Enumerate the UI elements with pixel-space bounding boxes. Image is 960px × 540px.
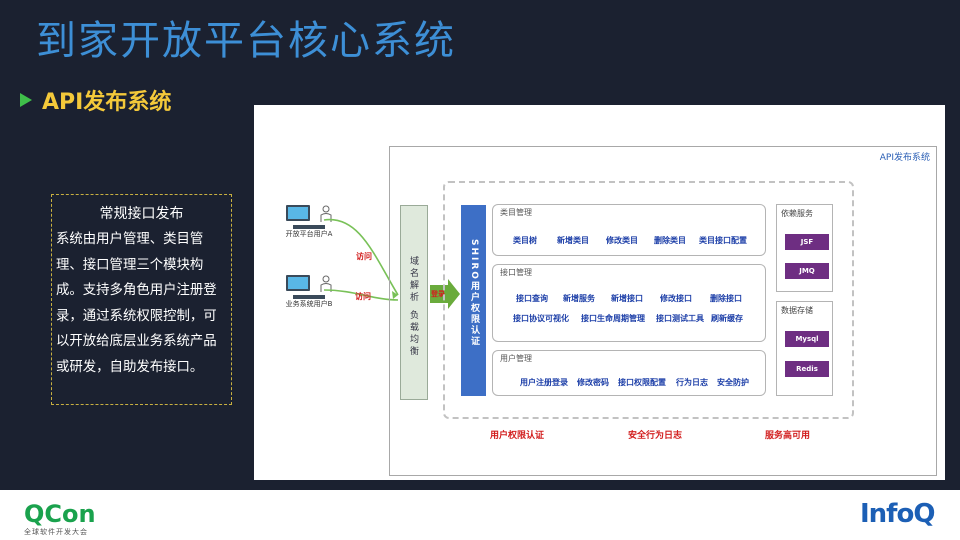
note-box: 常规接口发布 系统由用户管理、类目管 理、接口管理三个模块构 成。支持多角色用户… (51, 194, 232, 405)
module-item[interactable]: 接口权限配置 (618, 378, 666, 387)
visit-arrows (323, 218, 399, 301)
redis-store[interactable]: Redis (785, 361, 829, 377)
login-label: 登录 (431, 290, 445, 298)
module-item[interactable]: 行为日志 (676, 378, 708, 387)
core-dashed-box (443, 181, 854, 419)
dependency-title: 依赖服务 (781, 209, 813, 218)
note-line-3: 成。支持多角色用户注册登 (56, 283, 217, 299)
jmq-service[interactable]: JMQ (785, 263, 829, 279)
jsf-service[interactable]: JSF (785, 234, 829, 250)
person-icon (320, 205, 332, 222)
module-user: 用户管理 用户注册登录 修改密码 接口权限配置 行为日志 安全防护 (492, 350, 766, 396)
module-title: 接口管理 (500, 268, 532, 277)
login-arrow-icon (430, 279, 460, 309)
note-line-2: 理、接口管理三个模块构 (56, 257, 204, 273)
footer: QCon 全球软件开发大会 InfoQ (0, 490, 960, 540)
bottom-label-ha: 服务高可用 (765, 431, 811, 441)
dns-label: 域名解析 负载均衡 (408, 256, 418, 358)
bottom-label-auth: 用户权限认证 (490, 431, 545, 441)
module-item[interactable]: 新增服务 (563, 294, 595, 303)
note-title: 常规接口发布 (99, 206, 184, 222)
note-line-5: 以开放给底层业务系统产品 (56, 334, 217, 350)
note-line-6: 或研发，自助发布接口。 (56, 359, 204, 375)
person-icon (320, 275, 332, 292)
module-item[interactable]: 修改密码 (577, 378, 609, 387)
module-category: 类目管理 类目树 新增类目 修改类目 删除类目 类目接口配置 (492, 204, 766, 256)
laptop-icon (286, 205, 311, 221)
data-storage: 数据存储 Mysql Redis (776, 301, 833, 396)
dependency-services: 依赖服务 JSF JMQ (776, 204, 833, 292)
subtitle: API发布系统 (20, 84, 171, 116)
note-line-1: 系统由用户管理、类目管 (56, 232, 204, 247)
note-line-4: 录，通过系统权限控制，可 (56, 308, 217, 324)
user-b: 业务系统用户B (264, 275, 354, 309)
module-item[interactable]: 安全防护 (717, 378, 749, 387)
subtitle-text: API发布系统 (42, 90, 172, 115)
module-item[interactable]: 新增接口 (611, 294, 643, 303)
module-item[interactable]: 接口测试工具 (656, 314, 704, 323)
user-a-label: 开放平台用户A (285, 230, 333, 238)
module-item[interactable]: 用户注册登录 (520, 378, 568, 387)
dns-load-balancer: 域名解析 负载均衡 (400, 205, 428, 400)
module-item[interactable]: 修改接口 (660, 294, 692, 303)
module-interface: 接口管理 接口查询 新增服务 新增接口 修改接口 删除接口 接口协议可视化 接口… (492, 264, 766, 342)
module-item[interactable]: 修改类目 (606, 236, 638, 245)
module-item[interactable]: 类目树 (513, 236, 537, 245)
system-label: API发布系统 (879, 153, 930, 163)
module-item[interactable]: 接口查询 (516, 294, 548, 303)
user-b-label: 业务系统用户B (285, 300, 333, 308)
module-item[interactable]: 接口生命周期管理 (581, 314, 645, 323)
module-title: 用户管理 (500, 354, 532, 363)
infoq-logo: InfoQ (860, 499, 935, 529)
slide-title: 到家开放平台核心系统 (36, 18, 456, 64)
user-a: 开放平台用户A (264, 205, 354, 239)
module-item[interactable]: 新增类目 (557, 236, 589, 245)
visit-label-a: 访问 (356, 252, 372, 261)
module-item[interactable]: 删除接口 (710, 294, 742, 303)
note-body: 系统由用户管理、类目管 理、接口管理三个模块构 成。支持多角色用户注册登 录，通… (56, 227, 227, 381)
qcon-logo: QCon (24, 500, 96, 528)
shiro-label: SHIRO用户权限认证 (469, 239, 479, 347)
mysql-store[interactable]: Mysql (785, 331, 829, 347)
module-item[interactable]: 接口协议可视化 (513, 314, 569, 323)
module-title: 类目管理 (500, 208, 532, 217)
module-item[interactable]: 类目接口配置 (699, 236, 747, 245)
laptop-icon (286, 275, 311, 291)
bottom-label-log: 安全行为日志 (628, 431, 683, 441)
module-item[interactable]: 删除类目 (654, 236, 686, 245)
visit-label-b: 访问 (355, 292, 371, 301)
api-system-box: API发布系统 用户权限认证 安全行为日志 服务高可用 (389, 146, 937, 476)
diagram-panel: 开放平台用户A 业务系统用户B 访问 访问 域名解析 负载均衡 登录 API发布… (254, 105, 945, 480)
module-item[interactable]: 刷新缓存 (711, 314, 743, 323)
shiro-auth-bar: SHIRO用户权限认证 (461, 205, 486, 396)
storage-title: 数据存储 (781, 306, 813, 315)
triangle-bullet-icon (20, 93, 32, 107)
qcon-subtitle: 全球软件开发大会 (24, 528, 88, 536)
